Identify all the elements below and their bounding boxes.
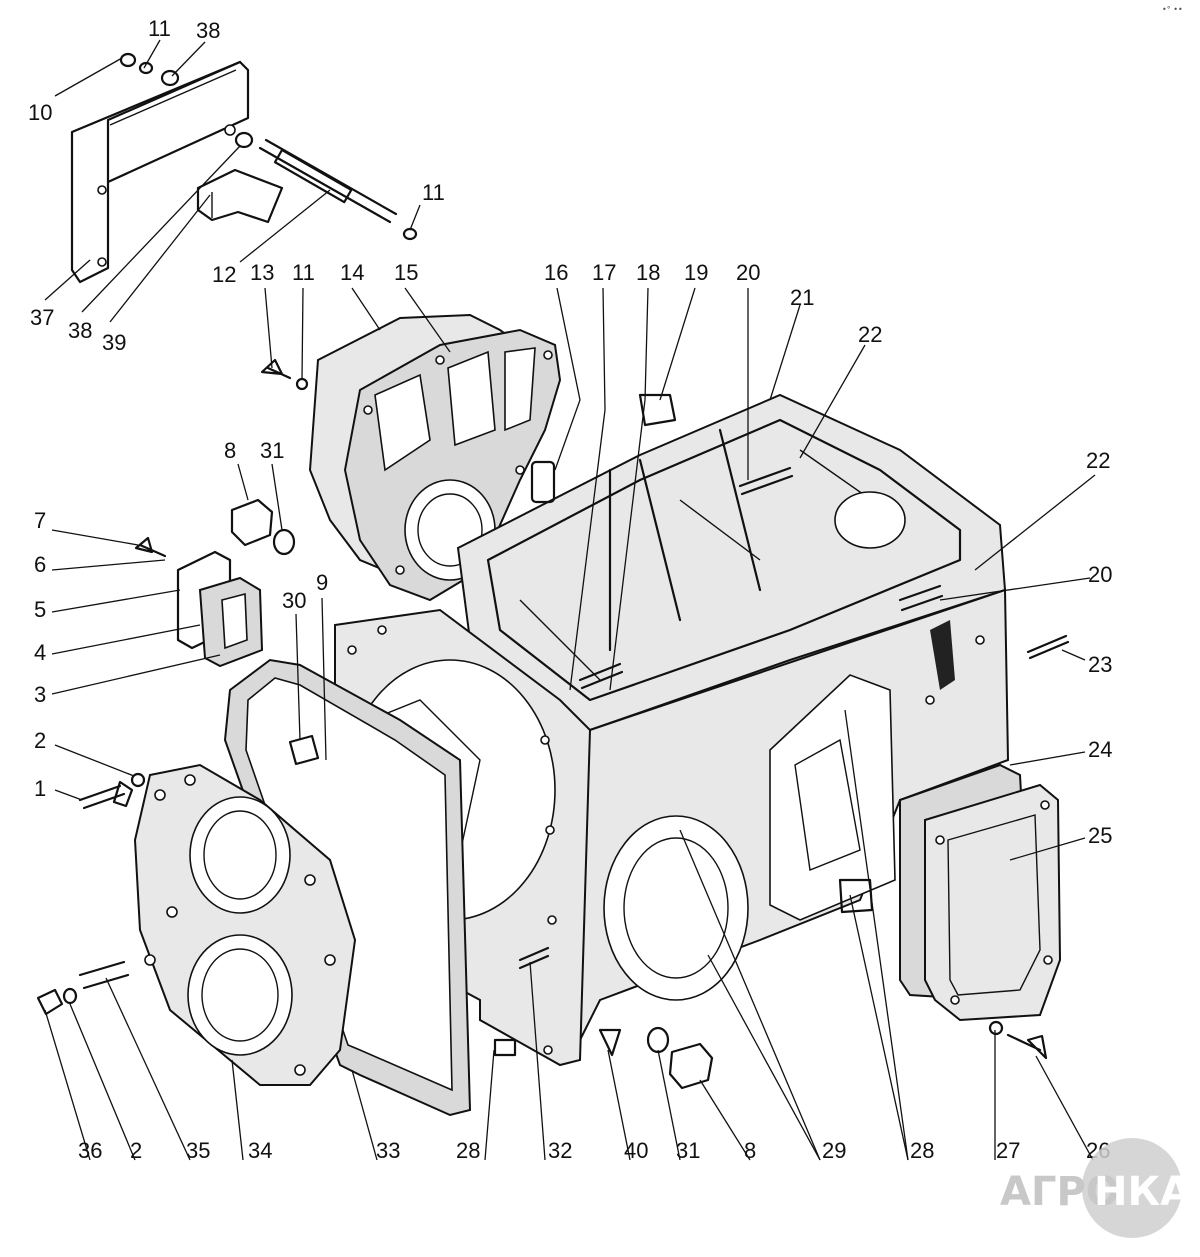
cover-plate-assembly <box>70 52 418 284</box>
side-cover <box>899 763 1062 1060</box>
front-cover-flange <box>133 763 357 1086</box>
callout-8-upper: 8 <box>224 438 236 463</box>
callout-18: 18 <box>636 260 660 285</box>
callout-32: 32 <box>548 1138 572 1163</box>
callout-1: 1 <box>34 776 46 801</box>
callout-22-top: 22 <box>858 322 882 347</box>
callout-27: 27 <box>996 1138 1020 1163</box>
callout-9: 9 <box>316 570 328 595</box>
callout-22-right: 22 <box>1086 448 1110 473</box>
callout-39: 39 <box>102 330 126 355</box>
callout-2-lower: 2 <box>130 1138 142 1163</box>
callout-24: 24 <box>1088 737 1112 762</box>
callout-28-left: 28 <box>456 1138 480 1163</box>
callout-8-lower: 8 <box>744 1138 756 1163</box>
callout-35: 35 <box>186 1138 210 1163</box>
callout-16: 16 <box>544 260 568 285</box>
callout-11-top: 11 <box>148 16 171 41</box>
callout-20-top: 20 <box>736 260 760 285</box>
callout-19: 19 <box>684 260 708 285</box>
corner-mark: •° •• <box>1162 5 1183 14</box>
callout-34: 34 <box>248 1138 272 1163</box>
callout-37: 37 <box>30 305 54 330</box>
callout-13: 13 <box>250 260 274 285</box>
callout-12: 12 <box>212 262 236 287</box>
callout-33: 33 <box>376 1138 400 1163</box>
callout-3: 3 <box>34 682 46 707</box>
leader-lines <box>44 39 1096 1161</box>
callout-23: 23 <box>1088 652 1112 677</box>
inspection-plate-set <box>134 536 264 668</box>
callout-25: 25 <box>1088 823 1112 848</box>
callout-21: 21 <box>790 285 814 310</box>
callout-5: 5 <box>34 597 46 622</box>
callout-17: 17 <box>592 260 616 285</box>
callout-28-right: 28 <box>910 1138 934 1163</box>
rear-cover-and-gasket <box>260 313 562 602</box>
callout-10: 10 <box>28 100 52 125</box>
callout-7: 7 <box>34 508 46 533</box>
watermark-badge: НКА <box>1094 1169 1191 1215</box>
callout-31-lower: 31 <box>676 1138 700 1163</box>
callout-36: 36 <box>78 1138 102 1163</box>
agronika-watermark: АГРО НКА <box>1000 1138 1191 1238</box>
callout-31-upper: 31 <box>260 438 284 463</box>
callout-15: 15 <box>394 260 418 285</box>
callout-38-left: 38 <box>68 318 92 343</box>
callout-40: 40 <box>624 1138 648 1163</box>
callout-20-right: 20 <box>1088 562 1112 587</box>
callout-29: 29 <box>822 1138 846 1163</box>
callout-4: 4 <box>34 640 46 665</box>
callout-11-cover: 11 <box>292 260 315 285</box>
callout-labels: 11 38 10 11 12 37 38 39 13 11 14 15 16 1… <box>28 16 1112 1163</box>
watermark-prefix: АГРО <box>1000 1169 1120 1215</box>
left-fasteners <box>36 772 146 1016</box>
callout-38-top: 38 <box>196 18 220 43</box>
plugs <box>230 498 714 1090</box>
callout-11-rod: 11 <box>422 180 445 205</box>
callout-14: 14 <box>340 260 364 285</box>
callout-2-upper: 2 <box>34 728 46 753</box>
callout-30: 30 <box>282 588 306 613</box>
callout-6: 6 <box>34 552 46 577</box>
